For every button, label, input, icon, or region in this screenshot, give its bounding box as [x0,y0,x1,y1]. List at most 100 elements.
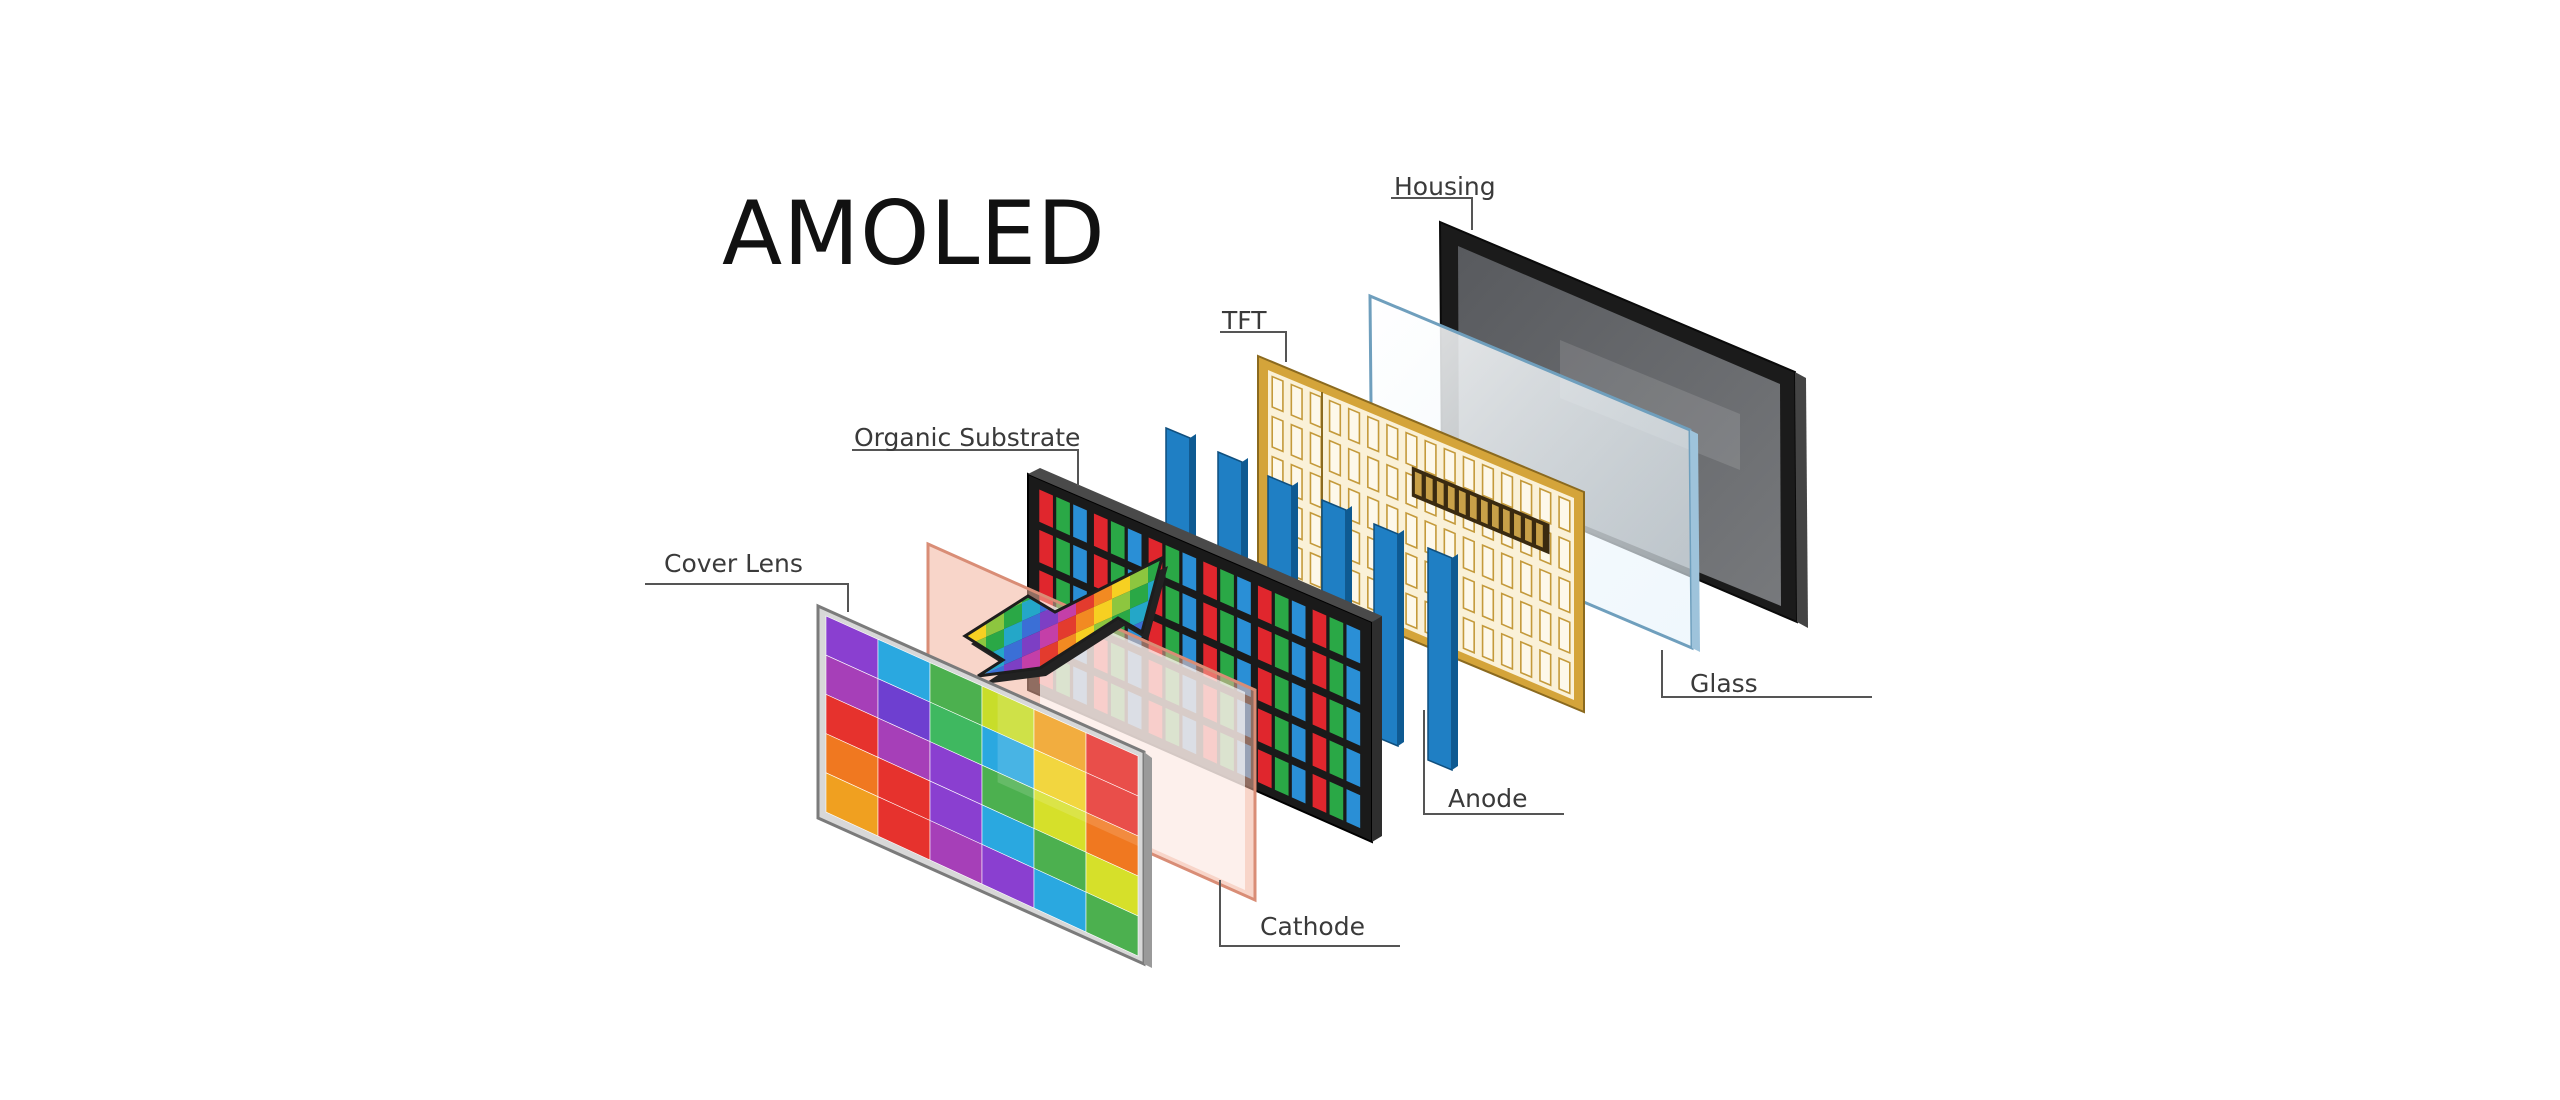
tft-chip-pin [1425,476,1433,502]
subpixel [1257,585,1272,625]
subpixel [1346,706,1361,746]
tft-cell [1520,600,1533,638]
tft-cell [1558,495,1571,533]
tft-layer [1257,354,1585,714]
subpixel [1073,504,1087,543]
tft-chip-pin [1525,517,1532,543]
tft-cell [1481,463,1495,501]
label-glass: Glass [1690,669,1758,698]
subpixel [1073,544,1087,584]
arrow-tile [986,628,1004,656]
subpixel [1127,528,1142,567]
subpixel [1346,624,1361,664]
subpixel [1257,708,1272,748]
subpixel [1329,699,1344,739]
anode-strip [1427,546,1453,772]
tft-cell [1328,439,1342,477]
tft-cell [1462,616,1475,654]
tft-cell [1520,560,1533,598]
tft-cell [1367,455,1380,493]
tft-cell [1520,640,1533,679]
tft-cell [1309,511,1322,549]
subpixel [1274,674,1289,714]
subpixel [1274,633,1289,673]
subpixel [1274,715,1289,755]
subpixel [1329,616,1344,656]
tft-cell [1500,592,1514,630]
tft-cell [1424,439,1437,477]
tft-cell [1558,656,1571,695]
tft-chip-pin [1436,480,1444,506]
subpixel [1039,529,1053,569]
tft-cell [1520,479,1533,517]
subpixel [1346,789,1361,829]
tft-cell [1539,608,1552,647]
tft-cell [1309,551,1322,589]
tft-chip-pin [1480,499,1488,525]
subpixel [1346,665,1361,705]
tft-cell [1500,471,1514,509]
tft-cell [1386,423,1399,461]
tft-cell [1290,383,1303,421]
tft-cell [1290,423,1303,461]
subpixel [1237,576,1251,616]
arrow-tile [1058,614,1076,641]
tft-cell [1539,568,1552,606]
tft-cell [1271,415,1284,453]
tft-cell [1405,431,1418,469]
cover-lens-layer [816,603,1152,968]
label-tft: TFT [1222,306,1267,335]
lens-glare [997,693,1138,846]
tft-chip-pin [1469,494,1477,520]
tft-chip-pin [1536,522,1543,548]
subpixel [1291,641,1306,681]
subpixel [1182,552,1197,592]
subpixel [1312,691,1327,731]
arrow-tile [1130,600,1148,627]
label-cover-lens: Cover Lens [664,549,803,578]
subpixel [1291,600,1306,640]
anode-strip-edge [1452,554,1458,770]
subpixel [1165,544,1180,584]
tft-cell [1309,431,1322,469]
subpixel [1237,617,1251,657]
tft-cell [1386,463,1399,501]
label-leader-lines [645,197,1872,947]
tft-cell [1462,455,1475,493]
subpixel [1329,658,1344,698]
tft-cell [1405,511,1418,550]
lens-cell [1085,891,1139,957]
subpixel [1291,682,1306,722]
subpixel [1312,650,1327,690]
subpixel [1056,496,1070,536]
subpixel [1329,740,1344,780]
tft-cell [1367,415,1380,453]
subpixel [1312,609,1327,649]
tft-chip-pin [1503,508,1510,534]
subpixel [1203,602,1217,642]
tft-chip-pin [1514,513,1521,539]
tft-cell [1481,543,1495,582]
subpixel [1110,520,1125,560]
tft-cell [1443,447,1456,485]
subpixel [1274,756,1289,796]
tft-cell [1328,399,1342,437]
tft-cell [1405,551,1418,590]
subpixel [1257,667,1272,707]
tft-driver-chip [1411,466,1550,555]
subpixel [1312,773,1327,813]
subpixel [1291,764,1306,804]
tft-chip-pin [1491,503,1499,529]
arrow-tile [1004,620,1022,647]
tft-cell [1481,624,1495,663]
subpixel [1220,568,1234,608]
subpixel [1093,513,1108,552]
arrow-tile [1130,582,1148,609]
subpixel [1257,626,1272,666]
tft-chip-pin [1414,471,1422,497]
tft-cell [1481,584,1495,622]
tft-cell [1271,375,1284,413]
label-anode: Anode [1448,784,1528,813]
arrow-tile [1022,612,1040,639]
tft-cell [1462,535,1475,574]
